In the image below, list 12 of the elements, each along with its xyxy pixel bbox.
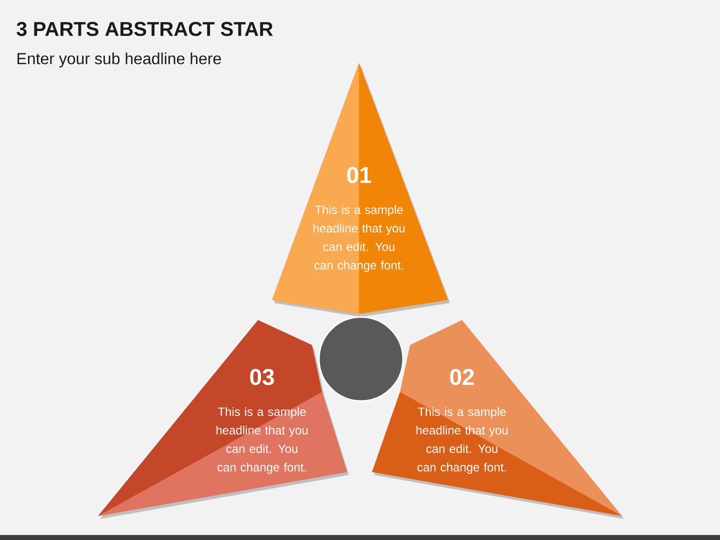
description: This is a sample headline that you can edit. You can change font. (416, 407, 508, 474)
center-circle (318, 316, 404, 402)
description: This is a sample headline that you can edit. You can change font. (216, 407, 308, 474)
description: This is a sample headline that you can edit. You can change font. (313, 205, 405, 272)
title: 3 PARTS ABSTRACT STAR (16, 22, 273, 36)
triangle-panel (98, 320, 349, 519)
triangle-panel (272, 63, 450, 317)
triangle-panel (372, 320, 624, 519)
step-number: 03 (250, 368, 274, 386)
step-number: 02 (450, 368, 474, 386)
step-number: 01 (347, 166, 372, 184)
subtitle: Enter your sub headline here (18, 52, 221, 68)
